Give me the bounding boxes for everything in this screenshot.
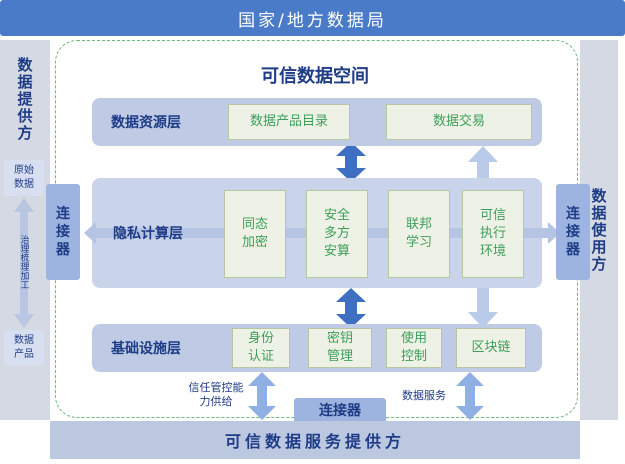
connector-right: 连接器 [556,184,590,280]
key-management-module: 密钥管理 [308,328,372,368]
data-product-catalog-label: 数据产品目录 [249,114,328,129]
blockchain-label: 区块链 [471,340,511,355]
infrastructure-layer-text: 基础设施层 [111,341,181,357]
privacy-computing-layer-text: 隐私计算层 [113,226,183,242]
top-banner-label: 国家/地方数据局 [238,10,387,31]
data-service-note-text: 数据服务 [402,389,446,402]
blockchain-module: 区块链 [456,328,526,368]
space-title: 可信数据空间 [200,60,430,90]
trust-control-arrow-icon [248,372,276,420]
data-resource-layer-text: 数据资源层 [111,115,181,131]
privacy-computing-layer-label: 隐私计算层 [98,178,198,288]
usage-control-module: 使用控制 [386,328,442,368]
top-banner: 国家/地方数据局 [0,0,625,36]
homomorphic-encryption-module: 同态加密 [224,190,286,278]
secure-mpc-label: 安全多方安算 [323,208,350,259]
privacy-infra-arrow-icon [336,288,366,328]
trust-control-note: 信任管控能力供给 [186,378,246,412]
data-trading-module: 数据交易 [386,104,532,140]
connector-bottom-label: 连接器 [319,403,361,419]
federated-learning-label: 联邦学习 [405,217,432,250]
data-product-label: 数据产品 [14,335,34,360]
connector-bottom: 连接器 [294,398,386,424]
trusted-execution-label: 可信执行环境 [479,208,506,259]
process-arrow-icon [14,198,34,328]
data-provider-title-wrap: 数据提供方 [0,44,50,154]
data-product-box: 数据产品 [4,330,44,366]
key-management-label: 密钥管理 [326,331,353,364]
connector-left: 连接器 [46,184,80,280]
data-resource-layer-label: 数据资源层 [96,98,196,146]
raw-data-box: 原始数据 [4,160,44,196]
infrastructure-layer-label: 基础设施层 [96,324,196,372]
identity-auth-module: 身份认证 [232,328,290,368]
bottom-banner: 可信数据服务提供方 [50,421,580,459]
data-user-title-wrap: 数据使用方 [580,170,618,290]
trusted-execution-module: 可信执行环境 [462,190,524,278]
data-provider-title: 数据提供方 [15,56,34,142]
process-label-wrap: 治理梳理加工 [12,222,36,302]
connector-left-label: 连接器 [56,206,70,258]
process-label: 治理梳理加工 [18,235,29,289]
data-service-note: 数据服务 [394,386,454,406]
connector-right-label: 连接器 [566,206,580,258]
federated-learning-module: 联邦学习 [388,190,450,278]
data-user-title: 数据使用方 [589,187,608,273]
homomorphic-encryption-label: 同态加密 [241,217,268,250]
space-title-label: 可信数据空间 [261,66,369,87]
usage-control-label: 使用控制 [400,331,427,364]
bottom-banner-label: 可信数据服务提供方 [224,432,405,451]
data-trading-label: 数据交易 [432,114,485,129]
identity-auth-label: 身份认证 [247,331,274,364]
resource-privacy-arrow-icon [336,142,366,182]
data-service-arrow-icon [456,372,484,420]
data-product-catalog-module: 数据产品目录 [228,104,350,140]
trust-control-note-text: 信任管控能力供给 [188,381,244,408]
raw-data-label: 原始数据 [14,165,34,190]
secure-mpc-module: 安全多方安算 [306,190,368,278]
